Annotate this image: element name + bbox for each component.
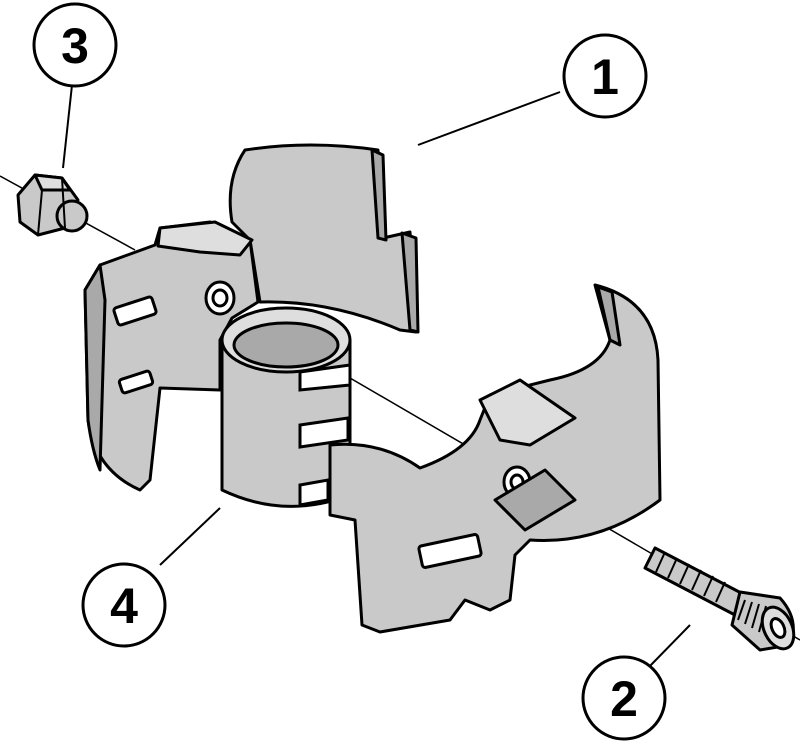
callout-3-label: 3 [61,18,89,74]
callout-4-label: 4 [110,578,138,634]
bolt [643,546,796,652]
callout-3: 3 [32,2,118,88]
callout-4: 4 [81,562,167,648]
leader-line-3 [62,84,73,169]
clamp-half-lower [328,283,662,634]
callout-1-label: 1 [591,49,619,105]
clamp-half-upper [228,143,420,334]
callout-2: 2 [581,655,667,741]
leader-line-1 [417,91,561,146]
callout-1: 1 [562,33,648,119]
leader-line-2 [647,624,691,669]
nut [16,173,89,237]
clamp-half-left [83,220,260,492]
callout-2-label: 2 [610,671,638,727]
leader-line-4 [159,507,221,566]
